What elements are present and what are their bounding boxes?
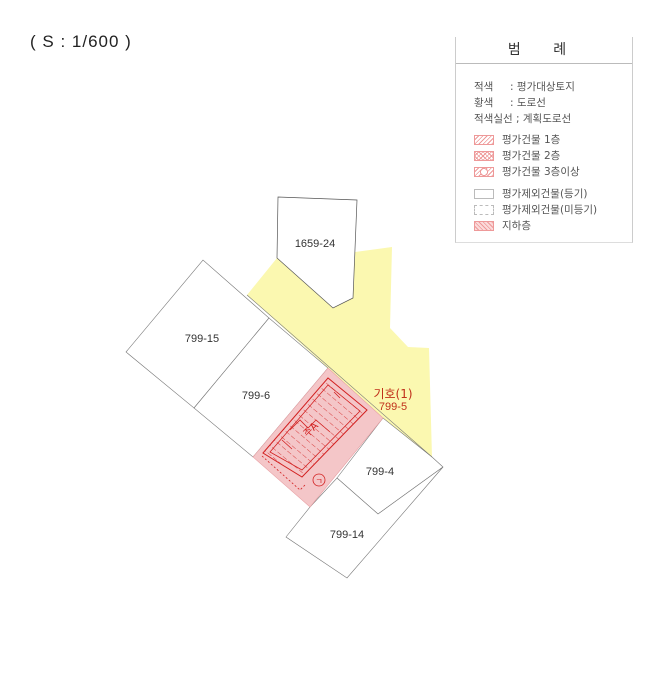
legend-row-floor3: 평가건물 3층이상 — [474, 164, 580, 179]
subject-building[interactable] — [261, 377, 368, 491]
circle-mark-icon — [312, 473, 326, 487]
basement-swatch-icon — [474, 221, 494, 231]
legend-row-excluded-registered: 평가제외건물(등기) — [474, 186, 587, 201]
legend-row-basement: 지하층 — [474, 218, 531, 233]
parcel-1659-24[interactable] — [276, 196, 358, 309]
hatch-swatch-icon — [474, 135, 494, 145]
circle-hatch-swatch-icon — [474, 167, 494, 177]
scale-label: ( S : 1/600 ) — [30, 32, 132, 51]
legend-title: 범 례 — [456, 37, 632, 64]
solid-outline-swatch-icon — [474, 189, 494, 199]
label-799-14: 799-14 — [330, 529, 364, 541]
legend-row-excluded-unregistered: 평가제외건물(미등기) — [474, 202, 597, 217]
circle-mark: ㄱ — [315, 477, 322, 486]
legend-row-floor1: 평가건물 1층 — [474, 132, 560, 147]
legend: 범 례 적색 : 평가대상토지 황색 : 도로선 적색실선 ; 계획도로선 평가… — [455, 37, 633, 243]
dashed-outline-swatch-icon — [474, 205, 494, 215]
subject-lot: 799-5 — [379, 401, 407, 413]
legend-row-red: 적색 : 평가대상토지 — [474, 81, 575, 93]
subject-symbol: 기호(1) — [373, 387, 412, 401]
road-area — [247, 247, 432, 457]
label-799-15: 799-15 — [185, 333, 219, 345]
legend-row-red-line: 적색실선 ; 계획도로선 — [474, 113, 572, 125]
legend-row-yellow: 황색 : 도로선 — [474, 97, 546, 109]
legend-row-floor2: 평가건물 2층 — [474, 148, 560, 163]
label-799-4: 799-4 — [366, 466, 394, 478]
label-799-6: 799-6 — [242, 390, 270, 402]
road-boundary-line — [246, 294, 433, 458]
crosshatch-swatch-icon — [474, 151, 494, 161]
label-1659-24: 1659-24 — [295, 238, 335, 250]
